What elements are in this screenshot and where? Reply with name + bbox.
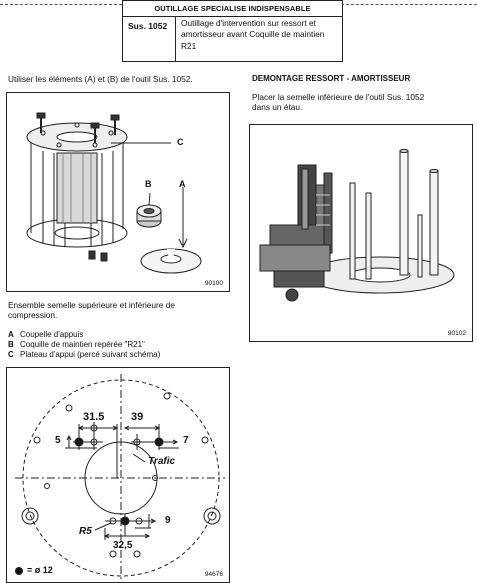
mark-9: 9 [165,515,171,526]
figure-vice: 90102 [249,124,473,342]
tooling-column-divider [175,16,176,61]
header-dashed-rule-left [0,4,122,5]
mark-5: 5 [55,435,61,446]
section-heading: DEMONTAGE RESSORT - AMORTISSEUR [252,74,411,83]
plate-drilling-drawing [15,374,225,580]
callout-b: B [145,179,152,189]
figure-caption-line2: compression. [8,310,58,320]
mark-7: 7 [183,435,189,446]
legend-item-b: B Coquille de maintien repérée "R21" [8,340,145,349]
tooling-header: OUTILLAGE SPECIALISE INDISPENSABLE [123,1,342,17]
dim-32-5: 32,5 [113,540,133,551]
legend-item-a: A Coupelle d'appuis [8,330,83,339]
tool-description: Outillage d'intervention sur ressort et … [181,18,325,51]
legend-key: C [8,350,14,359]
instruction-line1: Placer la semelle inférieure de l'outil … [252,92,425,102]
instruction-line2: dans un étau. [252,102,303,112]
dim-31-5: 31.5 [83,411,105,423]
figure-number: 90100 [204,280,223,287]
figure-plate-drilling: 31.5 39 5 7 Trafic R5 9 32,5 = ø 12 9467… [6,367,230,583]
legend-key: B [8,340,14,349]
legend-text: Coupelle d'appuis [20,330,84,339]
mark-r5: R5 [79,526,92,537]
tooling-table: OUTILLAGE SPECIALISE INDISPENSABLE Sus. … [122,0,343,62]
trafic-label: Trafic [148,456,176,467]
vice-drawing [259,149,455,302]
key-diameter-label: = ø 12 [27,565,53,575]
legend-key: A [8,330,14,339]
figure-number: 94676 [204,571,223,578]
legend-text: Coquille de maintien repérée "R21" [20,340,145,349]
header-dashed-rule-right [341,4,477,5]
figure-caption-line1: Ensemble semelle supérieure et inférieur… [8,300,175,310]
tool-assembly-drawing [26,112,202,274]
figure-tool-assembly: C B A 90100 [6,92,230,292]
intro-text: Utiliser les éléments (A) et (B) de l'ou… [8,74,193,84]
figure-number: 90102 [447,330,466,337]
legend-item-c: C Plateau d'appui (percé suivant schéma) [8,350,160,359]
tool-reference: Sus. 1052 [128,21,168,31]
callout-a: A [179,179,186,189]
callout-c: C [177,137,184,147]
dim-39: 39 [131,411,144,423]
legend-text: Plateau d'appui (percé suivant schéma) [20,350,161,359]
